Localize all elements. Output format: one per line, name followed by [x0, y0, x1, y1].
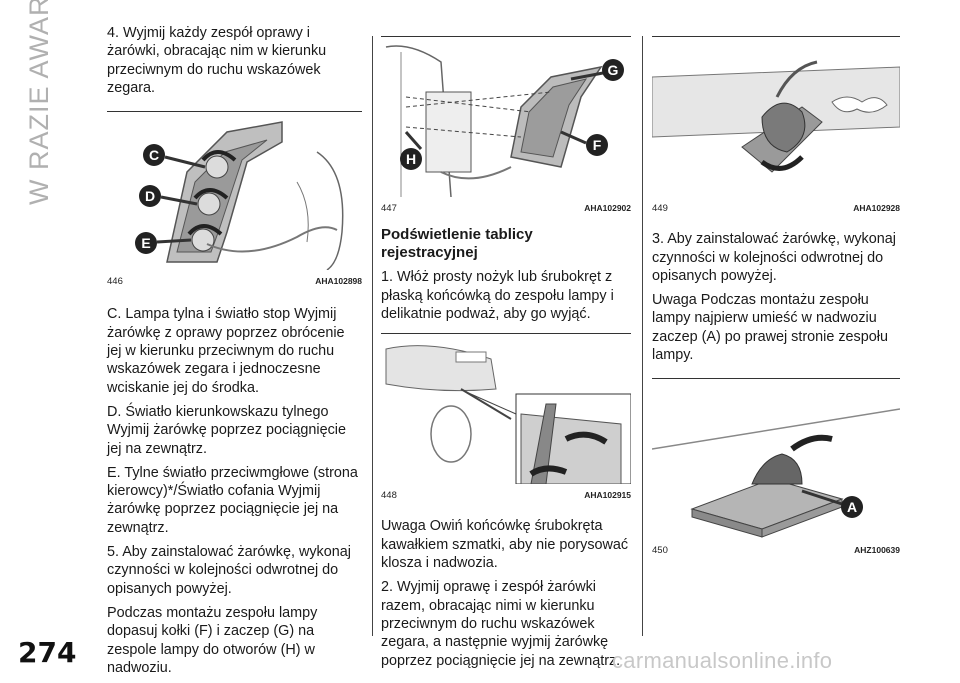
label-f: F: [586, 134, 608, 156]
figure-450-illustration: A: [652, 408, 900, 539]
figure-449-caption: 449 AHA102928: [652, 197, 900, 218]
figure-number: 449: [652, 203, 668, 214]
svg-text:E: E: [141, 235, 150, 251]
figure-450-caption: 450 AHZ100639: [652, 539, 900, 560]
figure-number: 446: [107, 276, 123, 288]
page-number: 274: [18, 636, 77, 669]
svg-text:D: D: [145, 188, 155, 204]
figure-446-illustration: C D E: [135, 121, 344, 271]
column-separator: [642, 36, 643, 636]
figure-code: AHZ100639: [854, 545, 900, 556]
figure-448: 448 AHA102915: [381, 333, 631, 505]
plate-step-3-text: 3. Aby zainstalować żarówkę, wykonaj czy…: [652, 231, 896, 284]
watermark: carmanualsonline.info: [612, 648, 833, 673]
svg-text:F: F: [593, 137, 602, 153]
label-d: D: [139, 185, 161, 208]
figure-447-illustration: G H F: [385, 45, 624, 197]
plate-install-note-text: Uwaga Podczas montażu zespołu lampy najp…: [652, 292, 888, 364]
figure-446: C D E 446 AHA102898: [107, 111, 362, 291]
figure-449: 449 AHA102928: [652, 36, 900, 218]
svg-text:A: A: [847, 499, 857, 515]
label-e: E: [135, 232, 157, 255]
plate-step-2-text: 2. Wyjmij oprawę i zespół żarówki razem,…: [381, 579, 621, 669]
step-d-text: D. Światło kierunkowskazu tylnego Wyjmij…: [107, 403, 347, 457]
figure-code: AHA102928: [853, 203, 900, 213]
figure-446-caption: 446 AHA102898: [107, 270, 362, 291]
label-g: G: [602, 59, 624, 81]
step-c-text: C. Lampa tylna i światło stop Wyjmij żar…: [107, 306, 345, 396]
figure-448-illustration: [385, 345, 631, 485]
figure-number: 447: [381, 203, 397, 214]
figure-code: AHA102898: [315, 276, 362, 287]
figure-448-caption: 448 AHA102915: [381, 484, 631, 505]
figure-code: AHA102902: [584, 203, 631, 213]
plate-step-1-text: 1. Włóż prosty nożyk lub śrubokręt z pła…: [381, 269, 614, 322]
step-5-text: 5. Aby zainstalować żarówkę, wykonaj czy…: [107, 544, 351, 597]
figure-number: 450: [652, 545, 668, 557]
figure-449-illustration: [652, 60, 900, 173]
column-3: 449 AHA102928 3. Aby zainstalować żarówk…: [652, 24, 900, 567]
assembly-note-text: Podczas montażu zespołu lampy dopasuj ko…: [107, 604, 318, 676]
figure-450: A 450 AHZ100639: [652, 378, 900, 560]
label-c: C: [143, 144, 165, 167]
figure-447: G H F 447 AHA102902: [381, 36, 631, 218]
section-title: W RAZIE AWARII: [24, 0, 54, 205]
svg-text:C: C: [149, 147, 159, 163]
column-separator: [372, 36, 373, 636]
column-1: 4. Wyjmij każdy zespół oprawy i żarówki,…: [107, 24, 362, 683]
plate-note-text: Uwaga Owiń końcówkę śrubokręta kawałkiem…: [381, 518, 629, 572]
section-heading: Podświetlenie tablicy rejestracyjnej: [381, 226, 533, 262]
label-a: A: [841, 496, 863, 519]
figure-447-caption: 447 AHA102902: [381, 197, 631, 218]
figure-number: 448: [381, 490, 397, 502]
column-2: G H F 447 AHA102902 Podświetlenie tablic…: [381, 24, 631, 676]
step-e-text: E. Tylne światło przeciwmgłowe (strona k…: [107, 464, 358, 536]
step-4-text: 4. Wyjmij każdy zespół oprawy i żarówki,…: [107, 25, 327, 96]
svg-text:H: H: [406, 151, 416, 167]
svg-text:G: G: [608, 62, 619, 78]
label-h: H: [400, 148, 422, 170]
figure-code: AHA102915: [584, 490, 631, 501]
